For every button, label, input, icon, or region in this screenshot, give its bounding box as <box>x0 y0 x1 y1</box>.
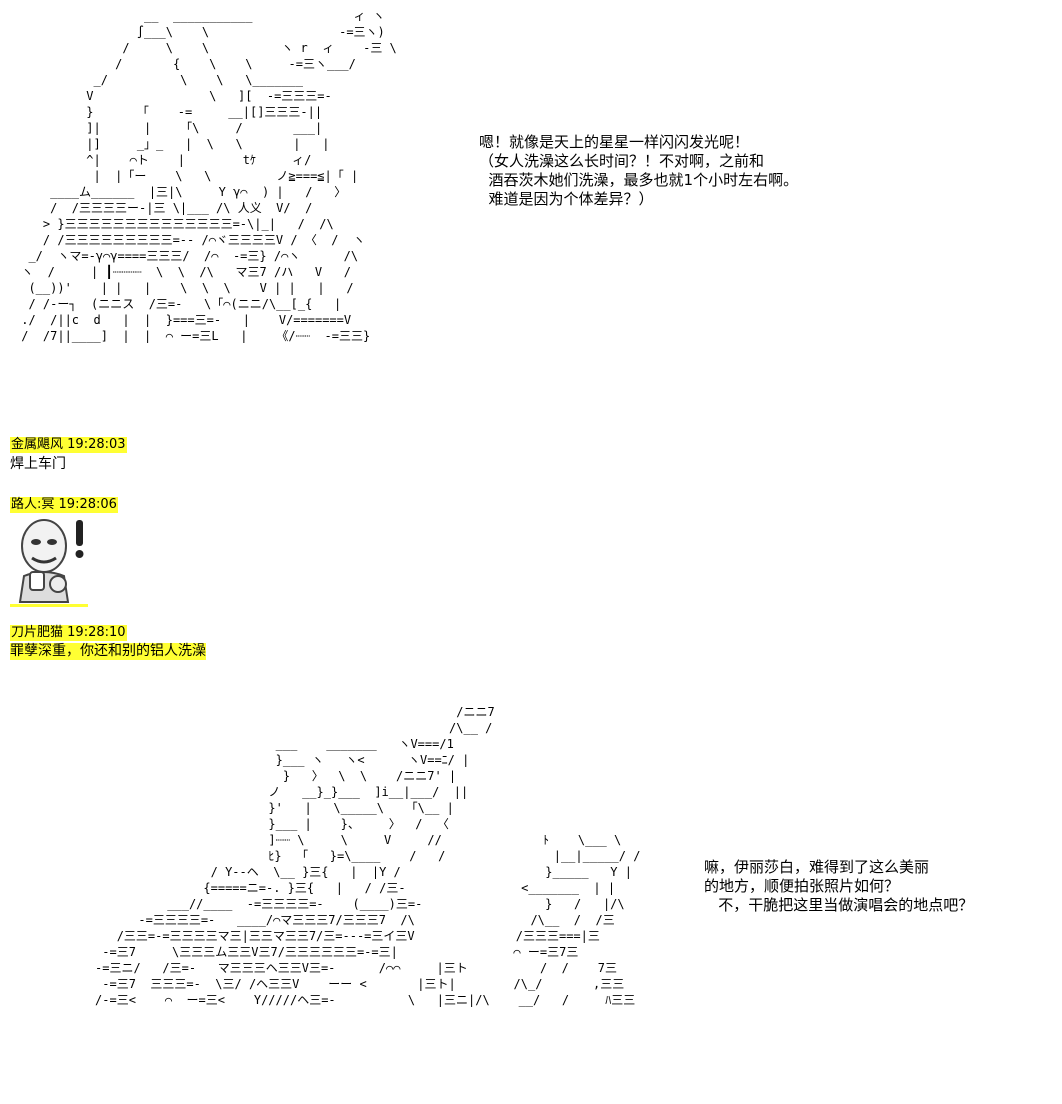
ascii-art-scene-1: __ ___________ ィ ヽ ∫___\ \ -=三ヽ) / \ \ ヽ… <box>21 9 397 343</box>
dialogue-scene-2: 嘛，伊丽莎白，难得到了这么美丽 的地方，顺便拍张照片如何？ 不，干脆把这里当做演… <box>704 858 973 915</box>
chat-message: 罪孽深重，你还和别的铝人洗澡 <box>10 643 206 660</box>
chat-message: 焊上车门 <box>10 456 66 472</box>
chat-header: 刀片肥猫 19:28:10 <box>10 625 127 641</box>
chat-username[interactable]: 刀片肥猫 <box>11 625 64 640</box>
dialogue-line: 嘛，伊丽莎白，难得到了这么美丽 <box>704 858 930 876</box>
dialogue-line: 酒吞茨木她们洗澡，最多也就1个小时左右啊。 <box>479 171 799 189</box>
chat-timestamp: 19:28:06 <box>58 497 117 512</box>
dialogue-line: （女人洗澡这么长时间？！不对啊，之前和 <box>479 152 765 170</box>
chat-username[interactable]: 路人:冥 <box>11 497 55 512</box>
chat-username[interactable]: 金属飓风 <box>11 437 64 452</box>
chat-timestamp: 19:28:10 <box>67 625 126 640</box>
chat-header: 金属飓风 19:28:03 <box>10 437 127 453</box>
dialogue-line: 的地方，顺便拍张照片如何？ <box>704 877 900 895</box>
dialogue-line: 嗯！就像是天上的星星一样闪闪发光呢！ <box>479 133 750 151</box>
meme-face-sticker <box>10 514 88 607</box>
dialogue-line: 难道是因为个体差异？） <box>479 190 654 208</box>
dialogue-line: 不，干脆把这里当做演唱会的地点吧？ <box>704 896 974 914</box>
chat-timestamp: 19:28:03 <box>67 437 126 452</box>
dialogue-scene-1: 嗯！就像是天上的星星一样闪闪发光呢！ （女人洗澡这么长时间？！不对啊，之前和 酒… <box>479 133 798 209</box>
chat-header: 路人:冥 19:28:06 <box>10 497 118 513</box>
meme-face-icon <box>18 519 84 603</box>
ascii-art-scene-2: /ニニ7 /\__ / ___ _______ ヽV===/1 }___ ヽ ヽ… <box>95 705 641 1007</box>
